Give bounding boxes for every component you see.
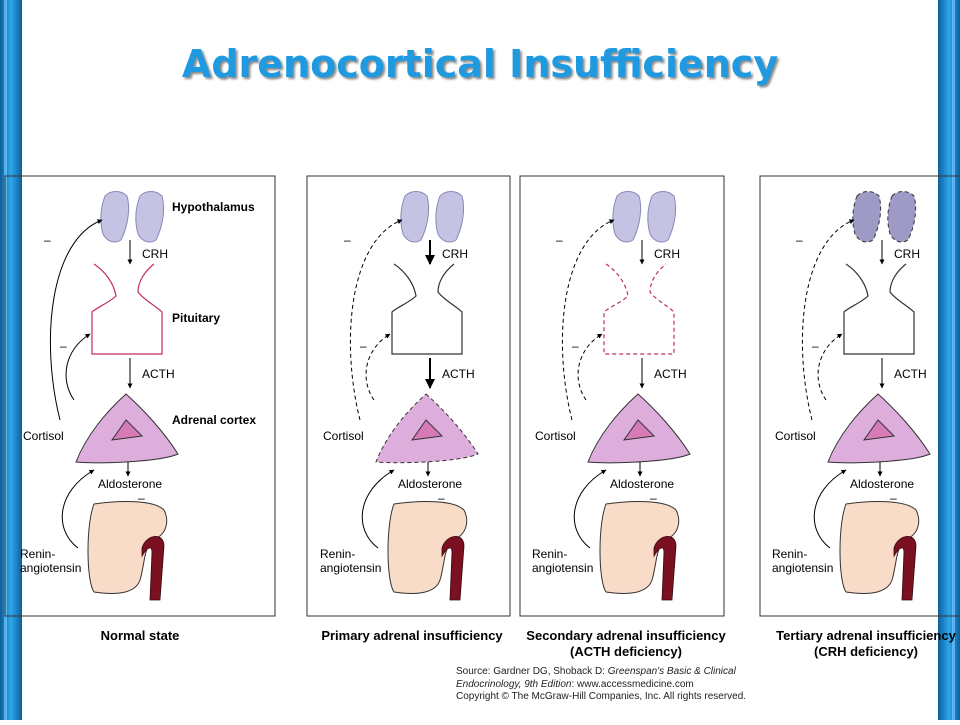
diagram-panel-4: CRHACTHAldosterone–––CortisolRenin-angio… [759,175,960,659]
renin-label-line2: angiotensin [20,561,81,575]
pituitary-outline [391,263,463,355]
cortisol-hypothalamus-feedback [801,219,855,421]
aldosterone-label: Aldosterone [98,477,162,491]
crh-label: CRH [654,247,680,261]
hypothalamus-left-lobe [852,191,882,243]
crh-label: CRH [442,247,468,261]
kidney-shape [387,501,468,594]
renal-vessel [653,536,677,601]
minus-pituitary: – [572,339,579,353]
slide-title: Adrenocortical Insufficiency [181,42,779,86]
pituitary-outline [91,263,163,355]
right-side-bar [938,0,960,720]
cortisol-hypothalamus-feedback [349,219,403,421]
adrenal-medulla-shape [110,419,144,441]
hypothalamus-right-lobe [647,191,677,243]
minus-pituitary: – [812,339,819,353]
hypothalamus-right-lobe [435,191,465,243]
cortisol-pituitary-feedback [817,333,843,401]
pituitary-outline [843,263,915,355]
source-line-1: Source: Gardner DG, Shoback D: Greenspan… [456,666,736,677]
renin-angiotensin-arrow [361,469,395,549]
kidney-shape [839,501,920,594]
adrenal-medulla-shape [410,419,444,441]
cortisol-pituitary-feedback [365,333,391,401]
hypothalamus-right-lobe [135,191,165,243]
hypothalamus-left-lobe [100,191,130,243]
renin-angiotensin-arrow [573,469,607,549]
aldosterone-label: Aldosterone [850,477,914,491]
adrenal-medulla-shape [622,419,656,441]
aldosterone-label: Aldosterone [398,477,462,491]
minus-hypothalamus: – [796,233,803,247]
diagram-panel-2: CRHACTHAldosterone–––CortisolRenin-angio… [306,175,511,643]
renin-label-line2: angiotensin [320,561,381,575]
panel-border [306,175,511,617]
source-citation: Source: Gardner DG, Shoback D: Greenspan… [456,666,896,704]
kidney-shape [599,501,680,594]
panel-caption-line1: Primary adrenal insufficiency [321,628,503,643]
renin-label-line1: Renin- [532,547,567,561]
aldosterone-minus: – [890,491,897,505]
minus-pituitary: – [60,339,67,353]
cortisol-pituitary-feedback [577,333,603,401]
panel-border [4,175,276,617]
minus-hypothalamus: – [556,233,563,247]
renin-label-line1: Renin- [320,547,355,561]
pituitary-label: Pituitary [172,311,220,325]
acth-label: ACTH [894,367,927,381]
cortisol-label: Cortisol [23,429,64,443]
crh-label: CRH [142,247,168,261]
minus-hypothalamus: – [344,233,351,247]
renin-label-line2: angiotensin [532,561,593,575]
renin-label-line1: Renin- [772,547,807,561]
aldosterone-minus: – [438,491,445,505]
hypothalamus-label: Hypothalamus [172,200,255,214]
aldosterone-label: Aldosterone [610,477,674,491]
pituitary-outline [603,263,675,355]
acth-label: ACTH [142,367,175,381]
panel-caption-line2: (CRH deficiency) [814,644,918,659]
kidney-shape [87,501,168,594]
renal-vessel [441,536,465,601]
cortisol-hypothalamus-feedback [49,219,103,421]
minus-pituitary: – [360,339,367,353]
adrenal-medulla-shape [862,419,896,441]
adrenal-cortex-label: Adrenal cortex [172,413,256,427]
panel-caption-line1: Secondary adrenal insufficiency [526,628,726,643]
acth-label: ACTH [654,367,687,381]
cortisol-hypothalamus-feedback [561,219,615,421]
source-line-2: Endocrinology, 9th Edition: www.accessme… [456,678,694,690]
diagram-panel-1: CRHACTHAldosterone–––CortisolRenin-angio… [4,175,276,643]
minus-hypothalamus: – [44,233,51,247]
cortisol-label: Cortisol [775,429,816,443]
renal-vessel [893,536,917,601]
crh-label: CRH [894,247,920,261]
renin-angiotensin-arrow [813,469,847,549]
renin-label-line2: angiotensin [772,561,833,575]
panel-caption-line1: Tertiary adrenal insufficiency [776,628,956,643]
cortisol-pituitary-feedback [65,333,91,401]
cortisol-label: Cortisol [535,429,576,443]
acth-label: ACTH [442,367,475,381]
source-line-3: Copyright © The McGraw-Hill Companies, I… [456,691,747,702]
renin-angiotensin-arrow [61,469,95,549]
renal-vessel [141,536,165,601]
hypothalamus-left-lobe [400,191,430,243]
panel-border [759,175,960,617]
renin-label-line1: Renin- [20,547,55,561]
hypothalamus-right-lobe [887,191,917,243]
panel-caption-line1: Normal state [101,628,180,643]
panel-border [519,175,725,617]
aldosterone-minus: – [650,491,657,505]
diagram-panel-3: CRHACTHAldosterone–––CortisolRenin-angio… [519,175,726,659]
panel-caption-line2: (ACTH deficiency) [570,644,682,659]
hypothalamus-left-lobe [612,191,642,243]
aldosterone-minus: – [138,491,145,505]
cortisol-label: Cortisol [323,429,364,443]
